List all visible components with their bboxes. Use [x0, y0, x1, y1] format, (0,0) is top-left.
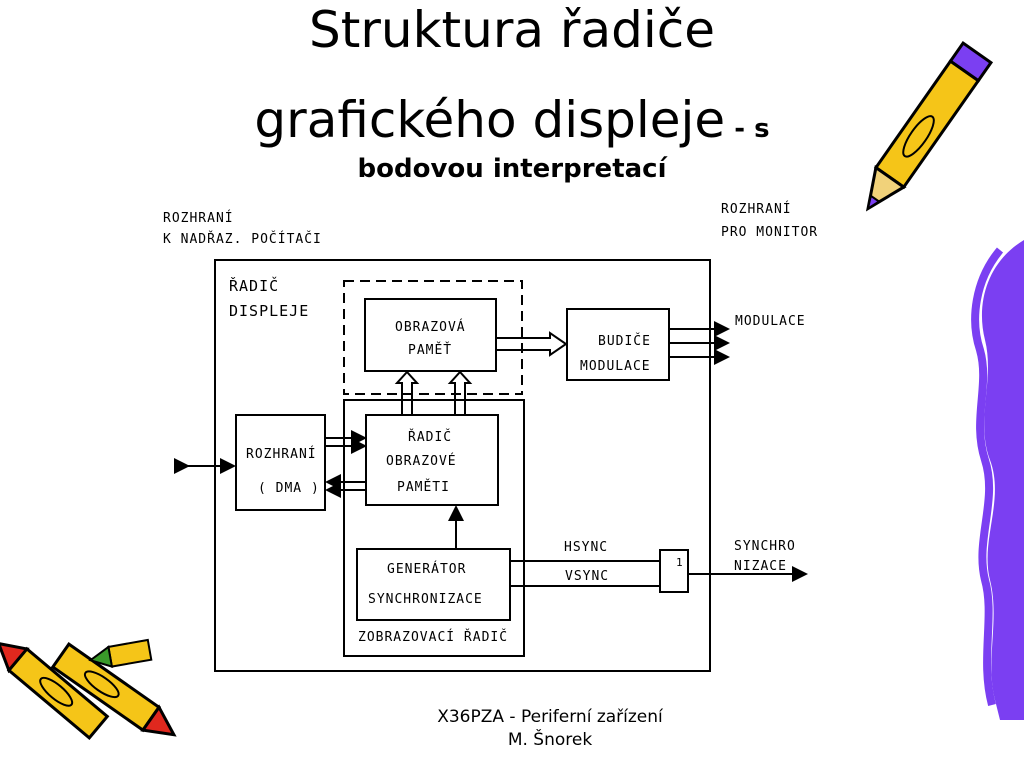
- monitor-interface-label-2: PRO MONITOR: [721, 225, 818, 240]
- title-line-3: bodovou interpretací: [357, 154, 667, 184]
- video-memory-block: [364, 298, 497, 372]
- dma-label-2: ( DMA ): [258, 481, 320, 496]
- computer-interface-label-2: K NADŘAZ. POČÍTAČI: [163, 231, 322, 247]
- title-line-1: Struktura řadiče: [308, 1, 715, 59]
- slide-title: Struktura řadiče grafického displeje - s…: [0, 1, 1024, 184]
- title-line-2-main: grafického displeje: [254, 91, 726, 149]
- memory-controller-label-2: OBRAZOVÉ: [386, 453, 457, 469]
- footer-course: X36PZA - Periferní zařízení: [437, 707, 663, 727]
- memory-to-drivers-arrow: [497, 331, 568, 357]
- dma-interface-block: [235, 414, 326, 511]
- wavy-border: [971, 240, 1024, 720]
- dma-label-1: ROZHRANÍ: [246, 446, 317, 462]
- hsync-label: HSYNC: [564, 540, 608, 555]
- modulation-drivers-label-1: BUDIČE: [598, 333, 651, 349]
- title-line-2: grafického displeje - s: [0, 94, 1024, 146]
- modulation-label: MODULACE: [735, 314, 806, 329]
- modulation-drivers-label-2: MODULACE: [580, 359, 651, 374]
- video-memory-label-2: PAMĚŤ: [408, 342, 452, 358]
- or-gate-label: 1: [676, 556, 684, 569]
- footer-author: M. Šnorek: [507, 730, 593, 750]
- memory-controller-label-1: ŘADIČ: [408, 429, 452, 445]
- display-controller-label: ZOBRAZOVACÍ ŘADIČ: [358, 629, 508, 645]
- controller-to-memory-arrow-2: [447, 370, 473, 414]
- pencil-icon: [865, 40, 994, 212]
- video-memory-dashed-region: [343, 280, 523, 395]
- controller-label-1: ŘADIČ: [229, 276, 279, 295]
- video-memory-label-1: OBRAZOVÁ: [395, 319, 466, 335]
- vsync-label: VSYNC: [565, 569, 609, 584]
- display-controller-region: [343, 399, 525, 657]
- controller-label-2: DISPLEJE: [229, 302, 309, 320]
- sync-generator-label-2: SYNCHRONIZACE: [368, 592, 483, 607]
- memory-controller-label-3: PAMĚTI: [397, 479, 450, 495]
- title-line-2-suffix: - s: [725, 114, 770, 144]
- controller-to-memory-arrow-1: [394, 370, 420, 414]
- slide-footer: X36PZA - Periferní zařízení M. Šnorek: [400, 706, 700, 752]
- sync-generator-block: [356, 548, 511, 621]
- sync-out-label-1: SYNCHRO: [734, 539, 796, 554]
- memory-controller-block: [365, 414, 499, 506]
- or-gate-block: [659, 549, 689, 593]
- sync-generator-label-1: GENERÁTOR: [387, 561, 466, 577]
- crayon-icon: [0, 638, 177, 740]
- sync-out-label-2: NIZACE: [734, 559, 787, 574]
- computer-interface-label-1: ROZHRANÍ: [163, 210, 234, 226]
- monitor-interface-label-1: ROZHRANÍ: [721, 201, 792, 217]
